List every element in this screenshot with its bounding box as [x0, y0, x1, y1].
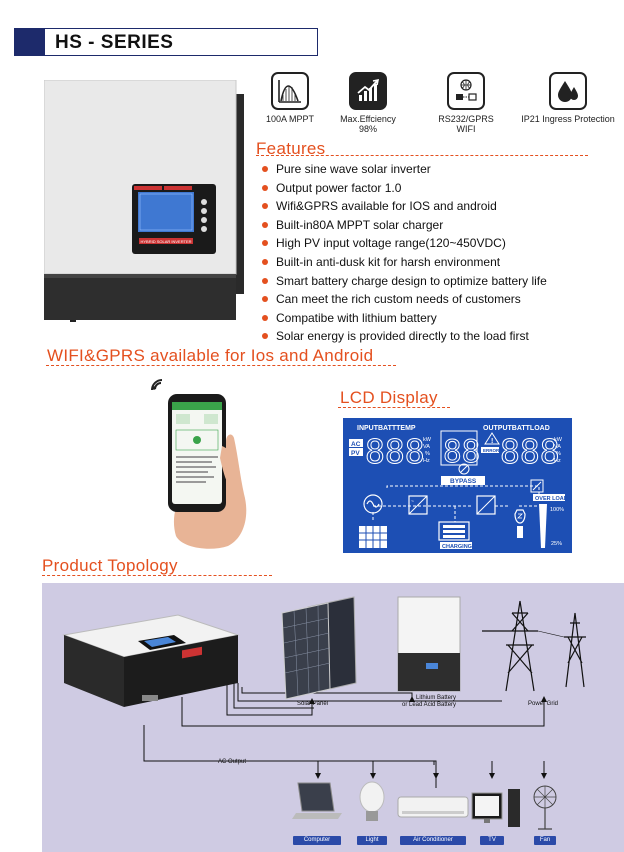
series-header: HS - SERIES [14, 28, 318, 56]
network-icon [447, 72, 485, 110]
lcd-unit-hz-right: Hz [554, 458, 561, 464]
features-title: Features [256, 139, 326, 158]
topology-solar-panel-icon [281, 596, 357, 700]
lcd-divider [338, 407, 450, 408]
lcd-input-label: INPUTBATTTEMP [357, 425, 416, 432]
solar-panel-icon [359, 526, 387, 548]
header-block [15, 29, 45, 55]
power-grid-label: Power Grid [528, 701, 559, 707]
efficiency-chart-icon [349, 72, 387, 110]
svg-text:~: ~ [411, 499, 414, 505]
lcd-display-panel: INPUTBATTTEMP OUTPUTBATTLOAD AC PV 888 k… [343, 418, 572, 553]
dc-box-icon [476, 495, 496, 515]
load-pill-computer: Computer [293, 836, 341, 845]
topology-battery-icon [397, 596, 461, 692]
lcd-unit-va-right: VA [554, 444, 561, 450]
mppt-curve-icon [271, 72, 309, 110]
lcd-pv-label: PV [351, 450, 360, 457]
features-list: Pure sine wave solar inverter Output pow… [262, 160, 602, 346]
load-pill-fan: Fan [534, 836, 556, 845]
lcd-bypass-label: BYPASS [450, 478, 477, 485]
load-pill-air-conditioner: Air Conditioner [400, 836, 466, 845]
efficiency-feature: Max.Effciency 98% [318, 72, 418, 134]
feature-item: Can meet the rich custom needs of custom… [262, 290, 602, 309]
load-pill-light: Light [357, 836, 387, 845]
light-bulb-icon [359, 781, 385, 821]
lcd-input-digits: 888 [365, 432, 425, 471]
tv-icon [471, 789, 520, 827]
wifi-signal-icon [151, 379, 163, 391]
feature-item: Output power factor 1.0 [262, 179, 602, 198]
warning-icon: ! [484, 432, 500, 445]
lcd-unit-pct-left: % [425, 451, 430, 457]
mppt-feature: 100A MPPT [240, 72, 340, 124]
feature-item: Pure sine wave solar inverter [262, 160, 602, 179]
efficiency-label: Max.Effciency 98% [340, 114, 396, 134]
load-pill-tv: TV [480, 836, 504, 845]
air-conditioner-icon [397, 796, 469, 818]
series-title: HS - SERIES [55, 32, 174, 53]
wifi-divider [46, 365, 396, 366]
feature-item: Wifi&GPRS available for IOS and android [262, 197, 602, 216]
topology-inverter-icon [62, 614, 240, 707]
lcd-unit-pct-right: % [556, 451, 561, 457]
feature-item: Compatibe with lithium battery [262, 309, 602, 328]
ac-output-label: AC Output [218, 759, 247, 765]
feature-item: Smart battery charge design to optimize … [262, 272, 602, 291]
network-label: RS232/GPRS WIFI [438, 114, 494, 134]
features-divider [256, 155, 588, 156]
lcd-overload-label: OVER LOAD [535, 496, 568, 502]
feature-item: Built-in anti-dusk kit for harsh environ… [262, 253, 602, 272]
fan-icon [533, 785, 557, 830]
lcd-unit-va-left: VA [423, 444, 430, 450]
inverter-box-icon: ~ [408, 495, 428, 515]
ip21-feature: IP21 Ingress Protection [518, 72, 618, 124]
inverter-label: HYBRID SOLAR INVERTER [140, 239, 191, 244]
lcd-unit-kw-right: kW [554, 437, 563, 443]
load-icon [530, 479, 544, 493]
feature-item: Built-in80A MPPT solar charger [262, 216, 602, 235]
computer-icon [292, 782, 342, 819]
battery-label-line2: or Lead Acid Battery [402, 702, 457, 708]
battery-icon [438, 521, 470, 541]
lcd-charging-label: CHARGING [442, 544, 472, 550]
lcd-100pct-label: 100% [550, 507, 564, 513]
topology-divider [42, 575, 272, 576]
lcd-ac-label: AC [351, 441, 361, 448]
topology-drawing [62, 596, 586, 830]
lcd-section-title: LCD Display [340, 388, 438, 407]
lcd-error-label: ERROR [483, 448, 500, 453]
wifi-section-title: WIFI&GPRS available for Ios and Android [47, 346, 374, 365]
svg-text:!: ! [491, 438, 493, 445]
feature-item: Solar energy is provided directly to the… [262, 327, 602, 346]
battery-label-line1: Lithium Battery [416, 695, 457, 701]
topology-section-title: Product Topology [42, 556, 178, 575]
ac-source-icon [363, 494, 383, 514]
lcd-output-label: OUTPUTBATTLOAD [483, 425, 550, 432]
water-drops-icon [549, 72, 587, 110]
topology-diagram: Solar Panel Lithium Battery or Lead Acid… [42, 583, 624, 852]
solar-panel-label: Solar Panel [297, 701, 329, 707]
lcd-output-digits: 888 [500, 432, 560, 471]
mppt-label: 100A MPPT [265, 114, 315, 124]
lcd-unit-kw-left: kW [423, 437, 432, 443]
inverter-image: HYBRID SOLAR INVERTER [44, 80, 244, 322]
topology-power-grid-icon [482, 600, 586, 692]
ip21-label: IP21 Ingress Protection [521, 114, 615, 124]
phone-hand-image [151, 379, 247, 549]
lcd-unit-hz-left: Hz [423, 458, 430, 464]
network-feature: RS232/GPRS WIFI [416, 72, 516, 134]
bulb-icon [514, 509, 526, 538]
lcd-fan-icon [458, 463, 470, 475]
lcd-25pct-label: 25% [551, 541, 562, 547]
feature-item: High PV input voltage range(120~450VDC) [262, 234, 602, 253]
